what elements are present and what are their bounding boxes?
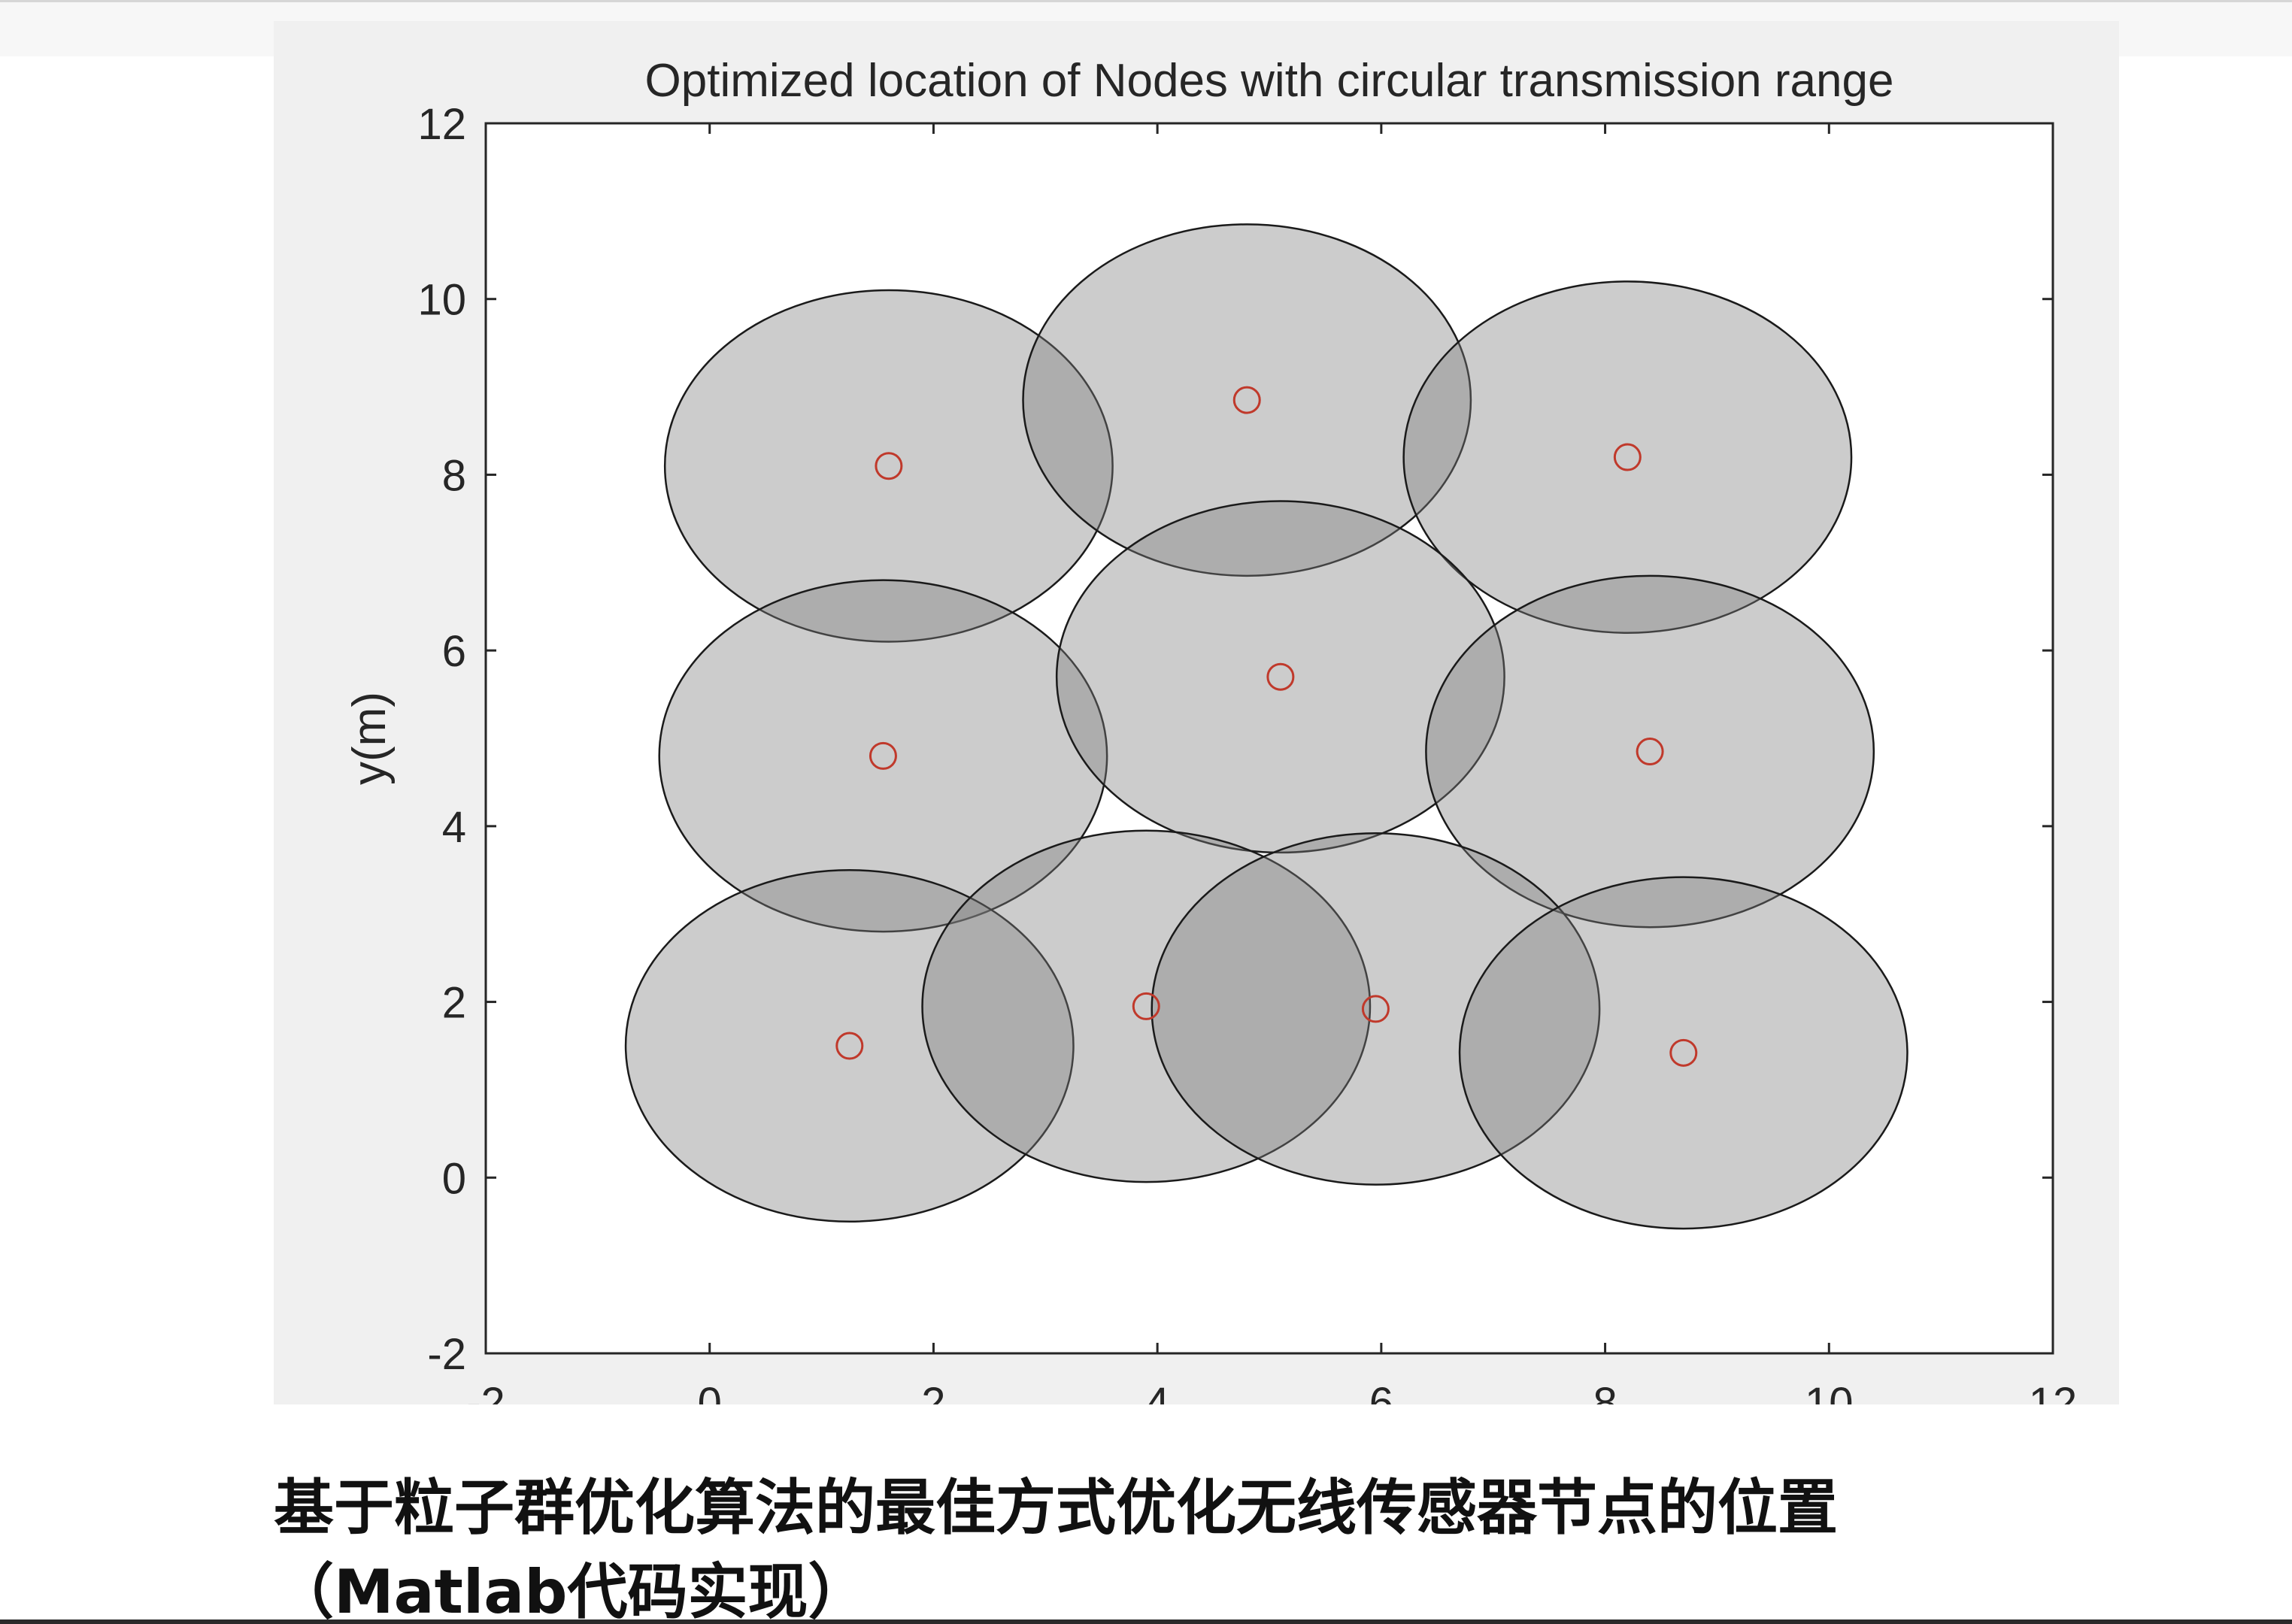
node-marker-9 [1361,995,1390,1023]
transmission-range-circle-10 [1458,876,1908,1230]
transmission-range-circle-4 [658,579,1108,933]
node-marker-8 [1132,992,1160,1020]
x-tick-label: -2 [466,1379,505,1404]
x-tick-label: 10 [1805,1379,1854,1404]
axis-ticks [484,122,2054,1355]
x-tick-label: 8 [1593,1379,1617,1404]
y-tick-label: 10 [417,276,466,325]
transmission-range-circle-6 [1425,574,1875,929]
node-marker-5 [1266,662,1295,691]
y-tick-label: -2 [427,1330,466,1379]
transmission-range-circle-7 [624,869,1075,1223]
y-tick-label: 0 [442,1154,466,1203]
x-tick-label: 6 [1369,1379,1393,1404]
plot-frame [484,122,2054,1355]
chart: -2 0 2 4 6 8 10 12 -2 0 2 4 6 8 10 12 Optimized locati… [344,55,2077,1404]
chart-title: Optimized location of Nodes with circula… [645,55,1894,107]
node-marker-4 [869,741,897,770]
transmission-range-circle-8 [921,829,1372,1183]
node-marker-6 [1636,738,1664,766]
y-axis-label: y(m) [344,692,396,785]
node-marker-1 [875,452,903,480]
transmission-ranges [624,223,1908,1230]
y-tick-label: 12 [417,100,466,149]
transmission-range-circle-1 [663,289,1114,643]
node-marker-2 [1232,386,1261,414]
caption-line-1: 基于粒子群优化算法的最佳方式优化无线传感器节点的位置 [274,1473,1838,1543]
node-marker-10 [1669,1038,1698,1067]
y-tick-label: 2 [442,979,466,1028]
node-marker-3 [1613,443,1642,471]
caption-line-2: （Matlab代码实现） [274,1557,869,1624]
bottom-rule [0,1619,2292,1624]
y-tick-label: 8 [442,451,466,500]
plot-area [486,123,2053,1353]
x-tick-label: 12 [2029,1379,2078,1404]
transmission-range-circle-5 [1055,500,1505,854]
x-tick-label: 2 [921,1379,945,1404]
node-marker-7 [835,1032,864,1060]
transmission-range-circle-9 [1151,832,1601,1186]
y-tick-label: 6 [442,627,466,676]
transmission-range-circle-2 [1022,223,1472,577]
transmission-range-circle-3 [1402,280,1853,635]
figure-panel: -2 0 2 4 6 8 10 12 -2 0 2 4 6 8 10 12 Optimized locati… [274,21,2119,1404]
x-tick-labels: -2 0 2 4 6 8 10 12 [466,1379,2077,1404]
x-tick-label: 4 [1145,1379,1169,1404]
y-tick-label: 4 [442,803,466,852]
x-tick-label: 0 [698,1379,722,1404]
node-markers [835,386,1698,1067]
y-tick-labels: -2 0 2 4 6 8 10 12 [417,100,466,1379]
